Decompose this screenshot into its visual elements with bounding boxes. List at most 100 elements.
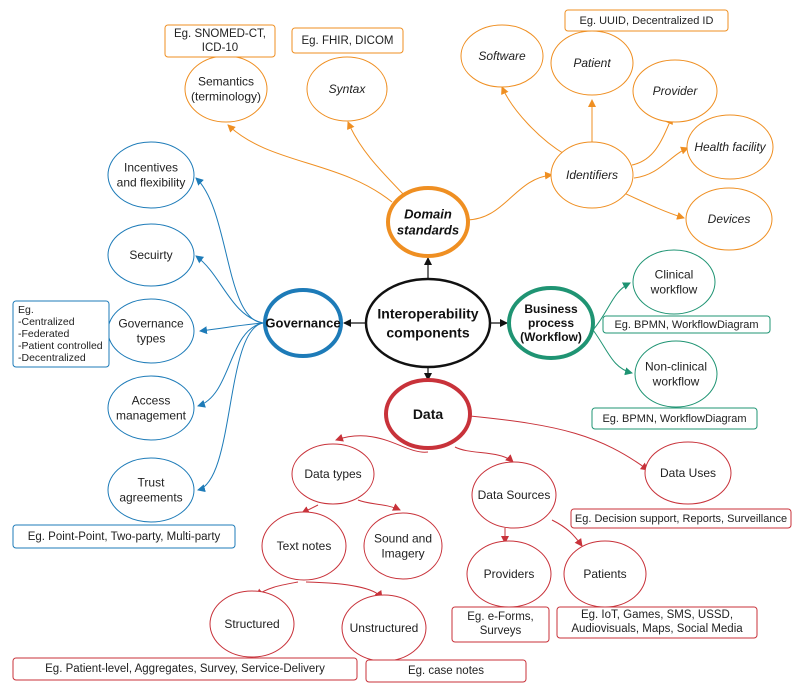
label-line: ICD-10 bbox=[202, 42, 238, 54]
node-semantics: Semantics(terminology) bbox=[184, 55, 268, 123]
label-line: -Decentralized bbox=[18, 352, 86, 364]
node-provider: Provider bbox=[632, 59, 718, 123]
label-line: workflow bbox=[652, 375, 700, 389]
label-line: Structured bbox=[224, 617, 279, 631]
label-line: standards bbox=[397, 223, 459, 238]
label-line: Surveys bbox=[480, 625, 522, 637]
label-line: agreements bbox=[119, 491, 182, 505]
software-label: Software bbox=[478, 49, 526, 63]
data-types-label: Data types bbox=[304, 467, 361, 481]
connector-governance-access bbox=[197, 322, 264, 408]
node-devices: Devices bbox=[685, 187, 773, 251]
connector-data-uses bbox=[469, 415, 649, 471]
node-identifiers: Identifiers bbox=[550, 141, 634, 209]
note-semantics: Eg. SNOMED-CT, ICD-10 bbox=[164, 24, 276, 58]
label-line: Data bbox=[413, 406, 444, 422]
label-line: Eg. UUID, Decentralized ID bbox=[580, 15, 714, 27]
connector-governance-incentives bbox=[195, 177, 264, 324]
note-providers: Eg. e-Forms,Surveys bbox=[451, 606, 550, 643]
health-facility-label: Health facility bbox=[694, 140, 766, 154]
devices-label: Devices bbox=[708, 212, 751, 226]
data-uses-label: Data Uses bbox=[660, 466, 716, 480]
connector-governance-trust bbox=[197, 322, 264, 493]
label-line: Incentives bbox=[124, 161, 178, 175]
connector-governance-security bbox=[195, 255, 264, 324]
label-line: and flexibility bbox=[117, 176, 186, 190]
node-patient: Patient bbox=[550, 30, 634, 96]
center-node: Interoperability components bbox=[364, 277, 492, 369]
connector-domain-semantics bbox=[227, 124, 393, 203]
connector-domain-identifiers bbox=[465, 171, 553, 221]
label-line: Eg. case notes bbox=[408, 665, 484, 677]
hub-data: Data bbox=[384, 378, 472, 450]
label-line: Governance bbox=[265, 316, 340, 331]
note-structured: Eg. Patient-level, Aggregates, Survey, S… bbox=[12, 657, 358, 681]
label-line: types bbox=[137, 332, 166, 346]
connector-identifiers-devices bbox=[623, 192, 685, 220]
label-line: Eg. SNOMED-CT, bbox=[174, 28, 266, 40]
text-notes-label: Text notes bbox=[277, 539, 332, 553]
node-syntax: Syntax bbox=[306, 56, 388, 122]
label-line: Clinical bbox=[655, 268, 694, 282]
label-line: Secuirty bbox=[129, 248, 172, 262]
label-line: Syntax bbox=[329, 82, 367, 96]
note-data-uses: Eg. Decision support, Reports, Surveilla… bbox=[570, 508, 792, 529]
label-line: (terminology) bbox=[191, 90, 261, 104]
note-syntax: Eg. FHIR, DICOM bbox=[291, 27, 404, 54]
node-data-sources: Data Sources bbox=[471, 461, 557, 529]
patients-note-text: Eg. IoT, Games, SMS, USSD,Audiovisuals, … bbox=[571, 609, 743, 635]
connector-domain-syntax bbox=[347, 121, 406, 197]
label-line: Non-clinical bbox=[645, 360, 707, 374]
node-security: Secuirty bbox=[107, 223, 195, 287]
data-uses-note-text: Eg. Decision support, Reports, Surveilla… bbox=[575, 513, 787, 525]
semantics-note-text: Eg. SNOMED-CT, ICD-10 bbox=[174, 28, 266, 54]
structured-note-text: Eg. Patient-level, Aggregates, Survey, S… bbox=[45, 663, 325, 675]
label-line: Interoperability bbox=[377, 306, 478, 322]
label-line: Eg. Point-Point, Two-party, Multi-party bbox=[28, 531, 221, 543]
patients-label: Patients bbox=[583, 567, 626, 581]
connector-business-nonclinical bbox=[592, 329, 633, 376]
identifiers-label: Identifiers bbox=[566, 168, 618, 182]
node-data-types: Data types bbox=[291, 443, 375, 505]
semantics-label: Semantics(terminology) bbox=[191, 75, 261, 104]
label-line: Text notes bbox=[277, 539, 332, 553]
node-providers: Providers bbox=[466, 540, 552, 608]
label-line: Provider bbox=[653, 84, 699, 98]
label-line: Providers bbox=[484, 567, 535, 581]
note-governance-types: Eg.-Centralized-Federated-Patient contro… bbox=[12, 300, 110, 368]
connector-identifiers-facility bbox=[633, 146, 689, 179]
connector-governance-govtypes bbox=[199, 322, 264, 335]
label-line: Sound and bbox=[374, 532, 432, 546]
connector-types-sound bbox=[357, 499, 401, 511]
note-patient: Eg. UUID, Decentralized ID bbox=[564, 9, 729, 32]
label-line: Business bbox=[524, 302, 578, 316]
nonclinical-note-text: Eg. BPMN, WorkflowDiagram bbox=[602, 413, 746, 425]
syntax-label: Syntax bbox=[329, 82, 367, 96]
label-line: Eg. bbox=[18, 304, 34, 316]
label-line: Eg. Decision support, Reports, Surveilla… bbox=[575, 513, 787, 525]
patient-note-text: Eg. UUID, Decentralized ID bbox=[580, 15, 714, 27]
label-line: (Workflow) bbox=[520, 330, 582, 344]
label-line: components bbox=[386, 325, 469, 341]
label-line: Data Sources bbox=[478, 488, 551, 502]
label-line: Patients bbox=[583, 567, 626, 581]
label-line: workflow bbox=[650, 283, 698, 297]
label-line: Eg. IoT, Games, SMS, USSD, bbox=[581, 609, 733, 621]
providers-note-text: Eg. e-Forms,Surveys bbox=[467, 611, 533, 637]
label-line: -Patient controlled bbox=[18, 340, 103, 352]
label-line: Eg. BPMN, WorkflowDiagram bbox=[602, 413, 746, 425]
label-line: Data Uses bbox=[660, 466, 716, 480]
clinical-note-text: Eg. BPMN, WorkflowDiagram bbox=[614, 319, 758, 331]
